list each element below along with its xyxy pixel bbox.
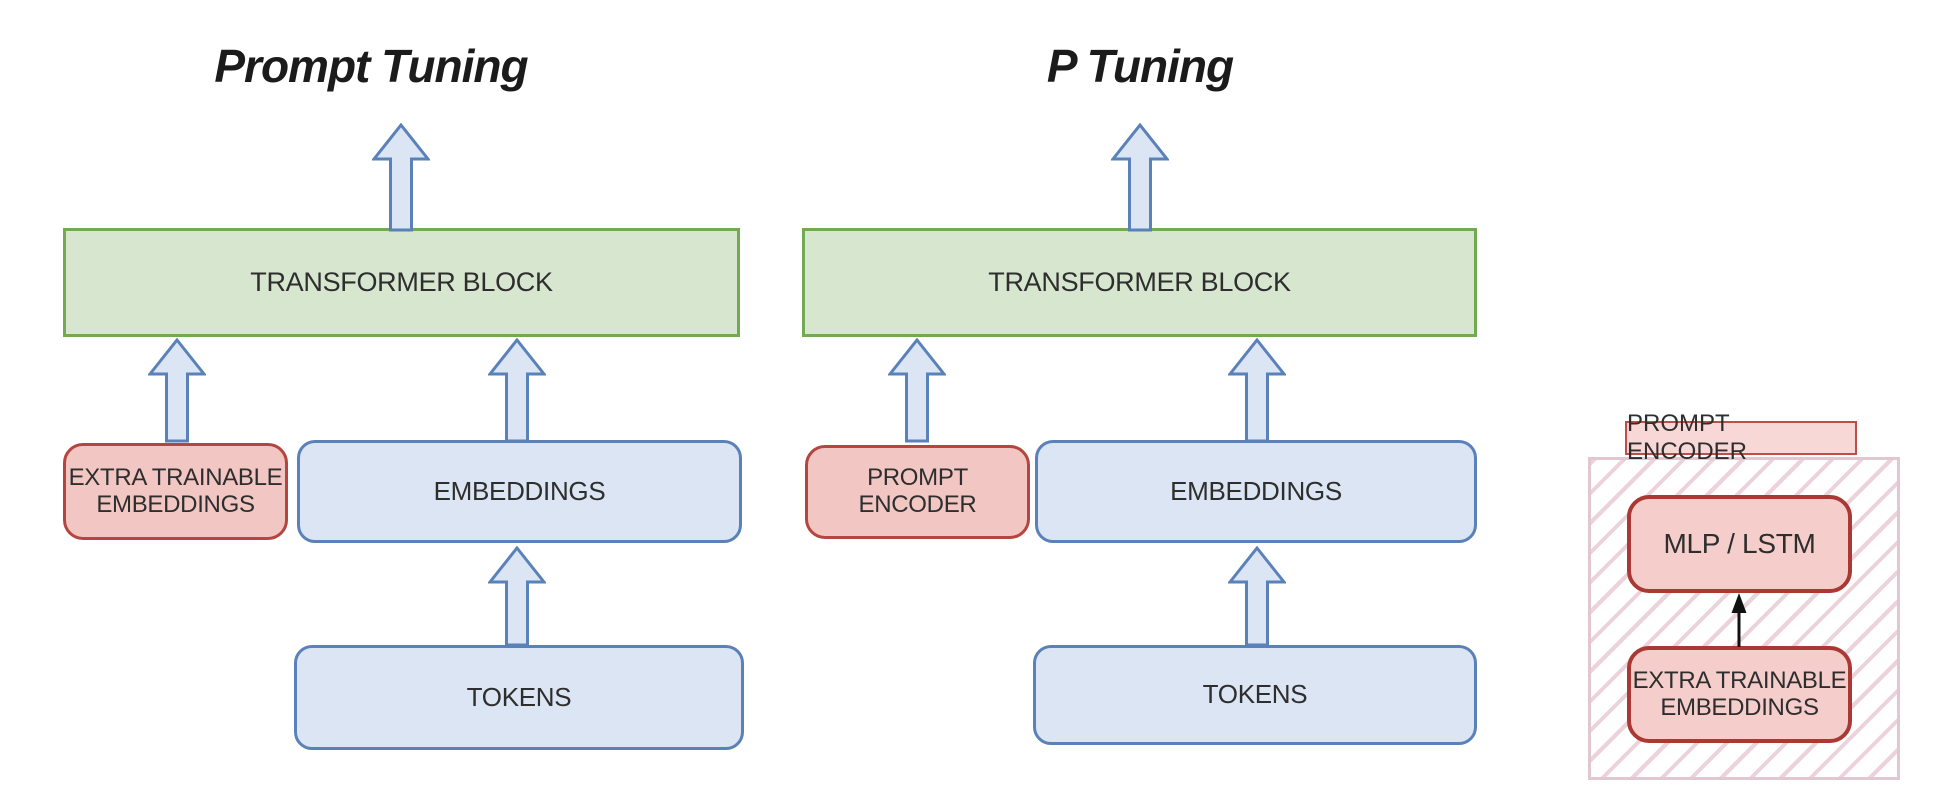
up-arrow (888, 338, 946, 443)
prompt-tuning-title: Prompt Tuning (214, 40, 528, 92)
up-arrow (148, 338, 206, 443)
prompt-encoder-label: PROMPT ENCODER (858, 464, 977, 518)
prompt-encoder-box: PROMPT ENCODER (805, 445, 1030, 539)
extra-trainable-embeddings-box: EXTRA TRAINABLE EMBEDDINGS (1627, 646, 1852, 743)
extra-trainable-embeddings-box: EXTRA TRAINABLE EMBEDDINGS (63, 443, 288, 540)
extra-trainable-embeddings-label: EXTRA TRAINABLE EMBEDDINGS (68, 463, 283, 518)
transformer-block-label: TRANSFORMER BLOCK (988, 267, 1291, 298)
up-arrow (1111, 123, 1169, 232)
mlp-lstm-box: MLP / LSTM (1627, 495, 1852, 593)
tokens-box: TOKENS (294, 645, 744, 750)
extra-trainable-embeddings-label: EXTRA TRAINABLE EMBEDDINGS (1632, 666, 1847, 721)
mlp-lstm-label: MLP / LSTM (1663, 528, 1816, 560)
embeddings-label: EMBEDDINGS (433, 475, 606, 506)
prompt-encoder-panel-title: PROMPT ENCODER (1625, 410, 1857, 465)
embeddings-label: EMBEDDINGS (1170, 475, 1342, 506)
up-arrow (1228, 546, 1286, 647)
prompt-encoder-panel-title-label: PROMPT ENCODER (1627, 410, 1748, 465)
up-arrow (488, 338, 546, 443)
up-arrow (1228, 338, 1286, 443)
embeddings-box: EMBEDDINGS (297, 440, 742, 543)
tokens-label: TOKENS (466, 681, 572, 712)
up-arrow (488, 546, 546, 647)
embeddings-box: EMBEDDINGS (1035, 440, 1477, 543)
p-tuning-title: P Tuning (1046, 40, 1234, 92)
detail-up-arrow (1729, 591, 1749, 649)
transformer-block: TRANSFORMER BLOCK (63, 228, 740, 337)
transformer-block-label: TRANSFORMER BLOCK (250, 267, 553, 298)
up-arrow (372, 123, 430, 232)
transformer-block: TRANSFORMER BLOCK (802, 228, 1477, 337)
tokens-box: TOKENS (1033, 645, 1477, 745)
tokens-label: TOKENS (1202, 679, 1308, 710)
